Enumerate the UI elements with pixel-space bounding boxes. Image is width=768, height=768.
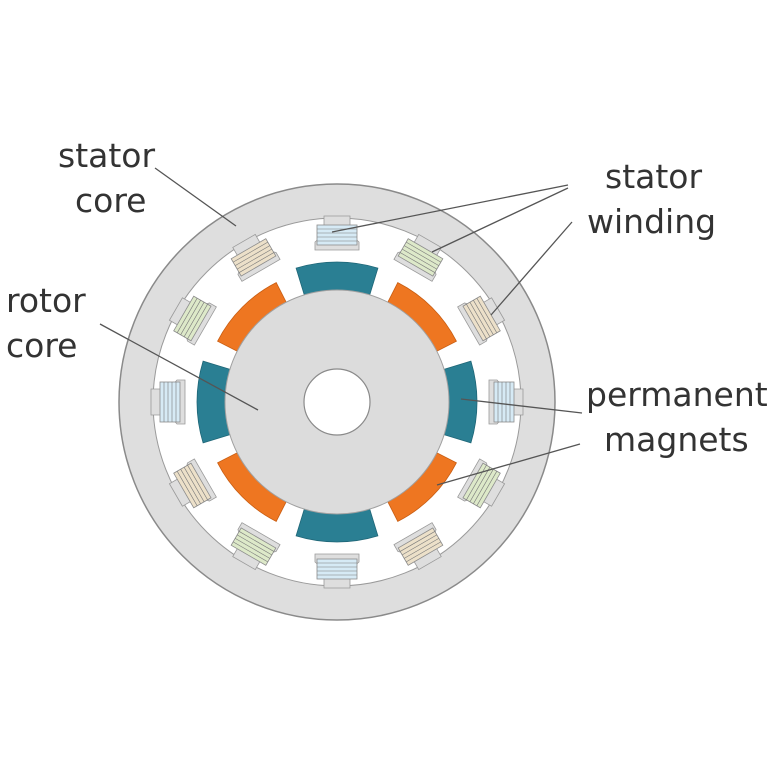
- stator-winding-coil: [493, 381, 515, 423]
- stator-winding-coil: [159, 381, 181, 423]
- stator-tooth: [457, 458, 506, 509]
- label-permanent-magnets: permanent magnets: [586, 375, 768, 459]
- label-stator-core-line1: stator: [58, 136, 155, 175]
- label-rotor-core: rotor core: [6, 281, 96, 365]
- stator-tooth: [168, 458, 217, 509]
- stator-winding-coil: [230, 527, 277, 566]
- stator-winding-coil: [173, 295, 212, 342]
- stator-winding-coil: [230, 238, 277, 277]
- label-stator-core: stator core: [58, 136, 166, 220]
- label-stator-winding-line2: winding: [587, 202, 716, 241]
- leader-stator-core: [154, 167, 237, 227]
- stator-tooth: [230, 233, 281, 282]
- stator-tooth: [168, 295, 217, 346]
- stator-tooth: [457, 295, 506, 346]
- stator-winding-coil: [462, 295, 501, 342]
- stator-winding-coil: [397, 527, 444, 566]
- stator-tooth: [314, 553, 360, 589]
- leader-lines: [99, 167, 583, 486]
- label-stator-winding-line1: stator: [605, 157, 702, 196]
- stator-tooth: [393, 522, 444, 571]
- stator-winding-coil: [397, 238, 444, 277]
- label-stator-winding: stator winding: [587, 157, 716, 241]
- leader-stator-winding-3: [490, 221, 573, 316]
- leader-magnet-2: [436, 443, 581, 486]
- stator-tooth: [150, 379, 186, 425]
- leader-stator-winding-1: [331, 184, 569, 233]
- label-rotor-core-line1: rotor: [6, 281, 86, 320]
- leader-magnet-1: [460, 398, 583, 414]
- stator-winding-coil: [316, 558, 358, 580]
- label-stator-core-line2: core: [75, 181, 146, 220]
- leader-stator-winding-2: [431, 187, 569, 253]
- stator-winding-coil: [462, 462, 501, 509]
- stator-slots: [150, 215, 524, 589]
- stator-tooth: [393, 233, 444, 282]
- label-rotor-core-line2: core: [6, 326, 77, 365]
- label-permanent-magnets-line2: magnets: [604, 420, 749, 459]
- stator-tooth: [230, 522, 281, 571]
- stator-tooth: [488, 379, 524, 425]
- stator-winding-coil: [173, 462, 212, 509]
- shaft-hole: [303, 368, 371, 436]
- label-permanent-magnets-line1: permanent: [586, 375, 768, 414]
- leader-rotor-core: [99, 323, 259, 411]
